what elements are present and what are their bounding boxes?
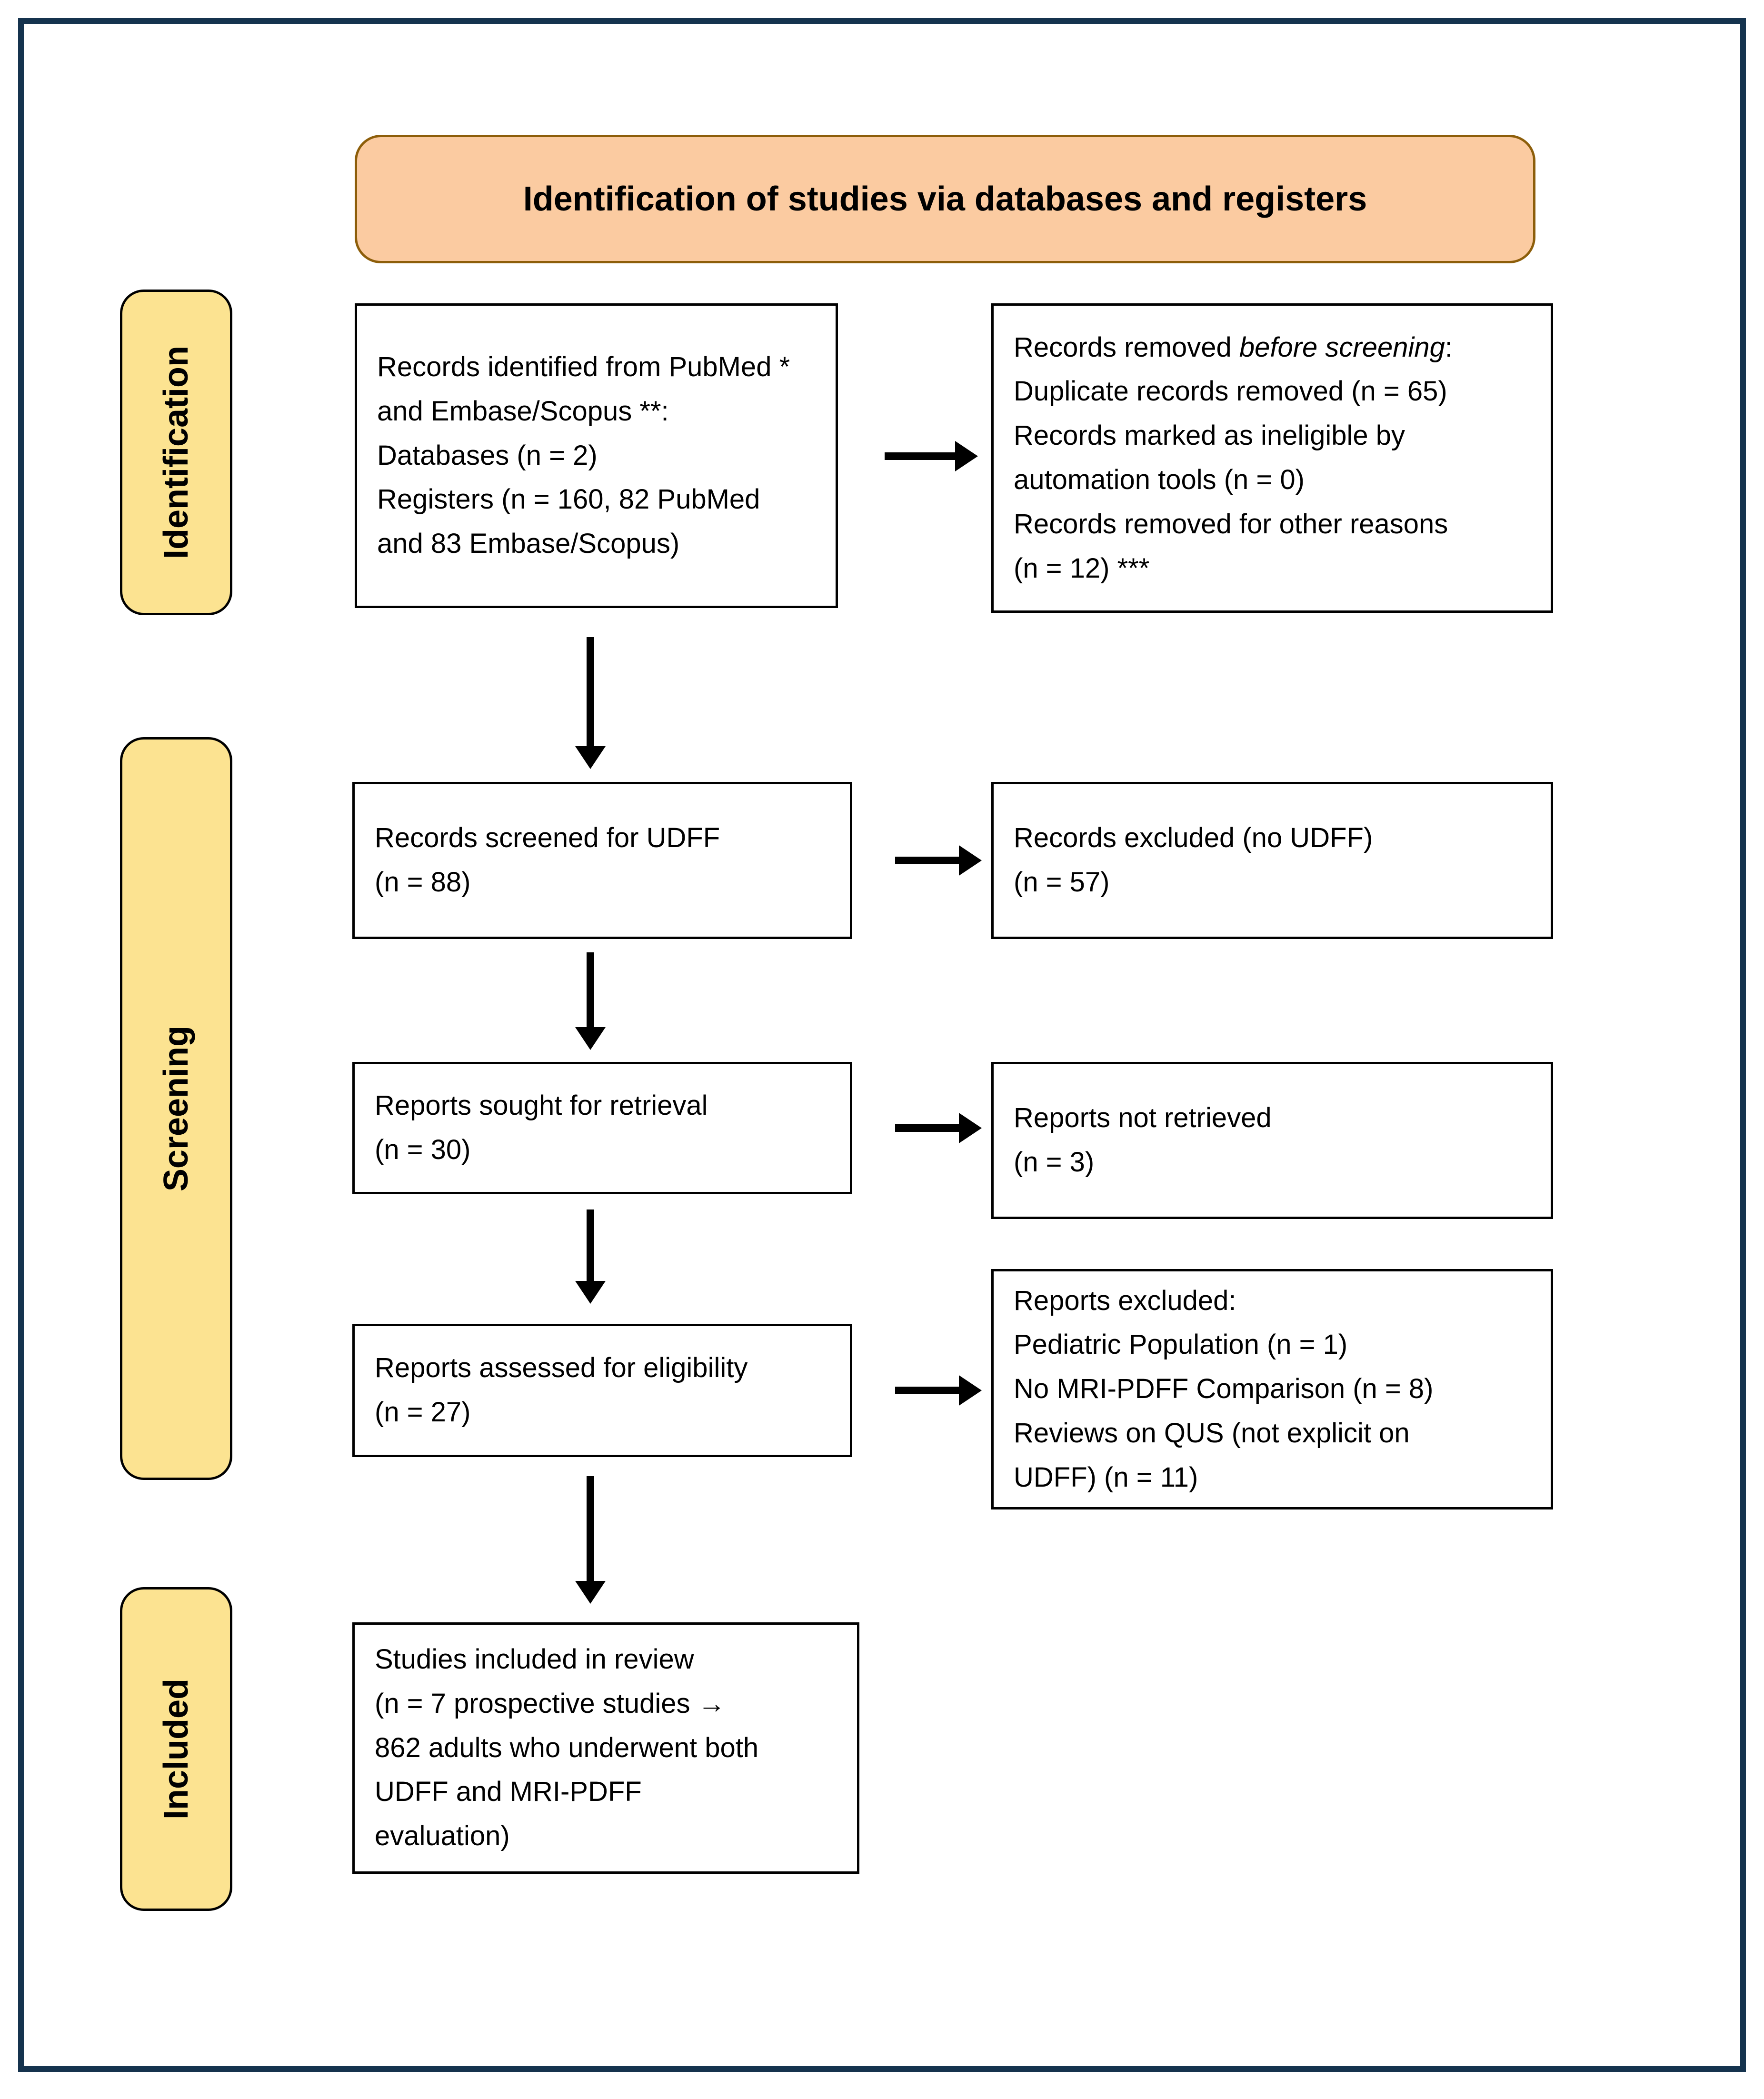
reports-not-retrieved-text: Reports not retrieved(n = 3) bbox=[1014, 1102, 1272, 1178]
figure-outer-border bbox=[18, 18, 1746, 2072]
arrow-right-icon bbox=[955, 441, 978, 471]
stage-label-screening: Screening bbox=[120, 737, 232, 1480]
records-excluded-box: Records excluded (no UDFF)(n = 57) bbox=[991, 782, 1553, 939]
reports-not-retrieved-box: Reports not retrieved(n = 3) bbox=[991, 1062, 1553, 1219]
arrow-sought-to-not-retrieved bbox=[895, 1113, 982, 1143]
reports-excluded-box: Reports excluded:Pediatric Population (n… bbox=[991, 1269, 1553, 1509]
reports-sought-box: Reports sought for retrieval(n = 30) bbox=[352, 1062, 852, 1194]
stage-label-screening-text: Screening bbox=[157, 1025, 195, 1192]
arrow-down-icon bbox=[575, 1281, 606, 1304]
records-identified-text: Records identified from PubMed *and Emba… bbox=[377, 351, 790, 560]
records-removed-text: Duplicate records removed (n = 65)Record… bbox=[1014, 376, 1448, 584]
arrow-shaft bbox=[587, 952, 594, 1027]
arrow-identified-to-removed bbox=[885, 441, 978, 471]
records-excluded-text: Records excluded (no UDFF)(n = 57) bbox=[1014, 822, 1373, 898]
stage-label-included: Included bbox=[120, 1587, 232, 1911]
arrow-shaft bbox=[895, 857, 959, 864]
reports-excluded-text: Reports excluded:Pediatric Population (n… bbox=[1014, 1285, 1434, 1493]
records-removed-box: Records removed before screening: Duplic… bbox=[991, 303, 1553, 613]
arrow-shaft bbox=[587, 1209, 594, 1281]
stage-label-included-text: Included bbox=[157, 1678, 195, 1819]
stage-label-identification: Identification bbox=[120, 290, 232, 615]
arrow-shaft bbox=[885, 452, 955, 460]
records-removed-line1: Records removed before screening: bbox=[1014, 331, 1453, 363]
records-identified-box: Records identified from PubMed *and Emba… bbox=[355, 303, 838, 608]
arrow-shaft bbox=[587, 637, 594, 746]
stage-label-identification-text: Identification bbox=[157, 346, 195, 559]
records-screened-text: Records screened for UDFF(n = 88) bbox=[375, 822, 720, 898]
arrow-right-icon bbox=[959, 1375, 982, 1406]
arrow-identified-to-screened bbox=[575, 637, 606, 769]
arrow-down-icon bbox=[575, 1027, 606, 1050]
arrow-right-icon bbox=[959, 845, 982, 876]
arrow-down-icon bbox=[575, 1581, 606, 1604]
title-banner: Identification of studies via databases … bbox=[355, 135, 1535, 263]
figure-title: Identification of studies via databases … bbox=[523, 180, 1367, 218]
reports-assessed-text: Reports assessed for eligibility(n = 27) bbox=[375, 1352, 748, 1428]
arrow-shaft bbox=[895, 1124, 959, 1132]
arrow-assessed-to-reports-excluded bbox=[895, 1375, 982, 1406]
arrow-right-icon bbox=[959, 1113, 982, 1143]
studies-included-box: Studies included in review(n = 7 prospec… bbox=[352, 1622, 859, 1874]
reports-assessed-box: Reports assessed for eligibility(n = 27) bbox=[352, 1324, 852, 1457]
arrow-assessed-to-included bbox=[575, 1476, 606, 1604]
arrow-screened-to-excluded bbox=[895, 845, 982, 876]
studies-included-text: Studies included in review(n = 7 prospec… bbox=[375, 1644, 759, 1852]
arrow-shaft bbox=[587, 1476, 594, 1581]
arrow-down-icon bbox=[575, 746, 606, 769]
reports-sought-text: Reports sought for retrieval(n = 30) bbox=[375, 1090, 708, 1165]
arrow-screened-to-sought bbox=[575, 952, 606, 1050]
arrow-sought-to-assessed bbox=[575, 1209, 606, 1304]
arrow-shaft bbox=[895, 1387, 959, 1394]
records-screened-box: Records screened for UDFF(n = 88) bbox=[352, 782, 852, 939]
